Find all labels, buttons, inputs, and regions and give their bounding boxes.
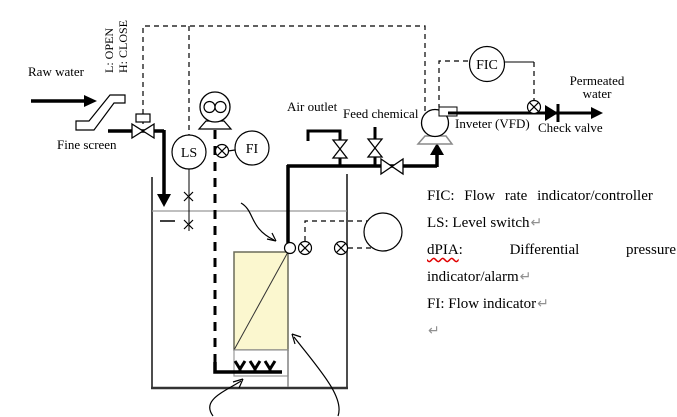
air-outlet-label: Air outlet — [287, 99, 338, 114]
permeated-water-label: Permeated water — [556, 74, 638, 100]
legend-line-empty: ↵ — [427, 318, 676, 345]
signal-line-fic-to-vfd — [438, 60, 468, 107]
ls-probe — [183, 169, 194, 231]
inlet-valve — [131, 113, 155, 140]
valve-logic-line1: L: OPEN — [102, 28, 116, 73]
fic-instrument: FIC — [468, 45, 506, 83]
raw-water-arrow — [31, 95, 97, 107]
valve-logic-label: L: OPEN H: CLOSE — [102, 9, 130, 73]
raw-water-label: Raw water — [28, 64, 84, 79]
permeated-water-line1: Permeated — [569, 73, 625, 88]
dpia-tap-tank — [333, 240, 349, 256]
legend-line-ls: LS: Level switch↵ — [427, 210, 676, 237]
dpia-instrument — [363, 212, 403, 252]
legend-dpia-word1: Differential — [509, 242, 580, 258]
diffuser — [213, 360, 282, 374]
fine-screen-label: Fine screen — [57, 137, 117, 152]
check-valve-symbol — [545, 104, 560, 122]
feed-chemical-label: Feed chemical — [343, 106, 419, 121]
annotation-arrow-diffuser — [209, 378, 244, 417]
permeate-port — [283, 241, 297, 255]
paragraph-mark: ↵ — [537, 297, 549, 312]
annotation-arrow-permeate-port — [240, 202, 277, 242]
svg-text:FIC: FIC — [476, 58, 498, 73]
legend-line-fic: FIC: Flow rate indicator/controller — [427, 188, 653, 204]
tank — [151, 174, 348, 390]
permeate-pipe — [286, 143, 444, 243]
flow-element-tap — [526, 99, 542, 115]
legend: FIC: Flow rate indicator/controller LS: … — [427, 183, 676, 345]
legend-line-dpia: dPIA: Differential pressure — [427, 237, 676, 264]
svg-text:FI: FI — [246, 142, 259, 157]
signal-line-top — [142, 25, 426, 114]
ls-instrument: LS — [171, 134, 207, 170]
svg-text:LS: LS — [181, 146, 197, 161]
annotation-arrow-membrane — [291, 333, 340, 417]
suction-valve — [380, 157, 404, 176]
inlet-valve-actuator — [135, 113, 151, 123]
air-flow-tap — [214, 143, 230, 159]
fi-tap-link — [227, 149, 236, 152]
legend-dpia-colon: : — [458, 242, 463, 258]
fine-screen-shape — [75, 94, 126, 131]
paragraph-mark: ↵ — [428, 324, 440, 339]
inverter-label: Inveter (VFD) — [455, 116, 530, 131]
paragraph-mark: ↵ — [530, 216, 543, 231]
legend-dpia-term: dPIA: — [427, 237, 463, 264]
air-outlet-pipe — [306, 129, 342, 166]
discharge-pipe — [448, 107, 603, 119]
membrane-module — [233, 251, 289, 351]
fi-instrument: FI — [234, 130, 270, 166]
legend-dpia-word: dPIA — [427, 242, 459, 258]
air-outlet-valve — [331, 139, 349, 159]
signal-lines — [142, 25, 535, 249]
legend-line-dpia2: indicator/alarm↵ — [427, 264, 676, 291]
blower-symbol — [197, 91, 233, 130]
legend-dpia-word2: pressure — [626, 242, 676, 258]
signal-line-dpia-top — [304, 220, 368, 241]
dpia-tap-permeate — [297, 240, 313, 256]
legend-fi-text: FI: Flow indicator — [427, 296, 537, 312]
legend-ls-text: LS: Level switch — [427, 215, 530, 231]
check-valve-label: Check valve — [538, 120, 603, 135]
inlet-pipe — [108, 129, 171, 207]
feed-chemical-valve — [366, 138, 384, 158]
paragraph-mark: ↵ — [519, 270, 532, 285]
legend-line-fi: FI: Flow indicator↵ — [427, 291, 676, 318]
permeated-water-line2: water — [582, 86, 612, 101]
legend-dpia2-text: indicator/alarm — [427, 269, 519, 285]
valve-logic-line2: H: CLOSE — [116, 19, 130, 73]
